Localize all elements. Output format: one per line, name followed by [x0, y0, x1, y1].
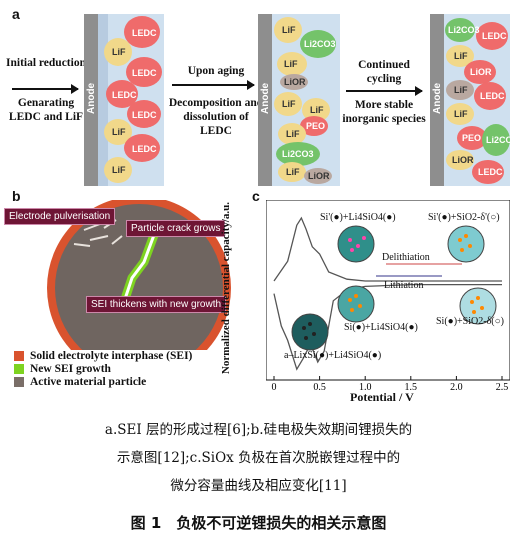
caption-line1: a.SEI 层的形成过程[6];b.硅电极失效期间锂损失的 — [104, 422, 413, 438]
stage1-label: LEDC — [132, 28, 157, 38]
annot-top-left: Si'(●)+Li4SiO4(●) — [320, 212, 396, 223]
tag-electrode-pulverisation: Electrode pulverisation — [4, 208, 116, 225]
stage2-label: LiF — [286, 129, 300, 139]
caption-line2: 示意图[12];c.SiOx 负极在首次脱嵌锂过程中的 — [116, 450, 401, 466]
stage3-label: Li2CO3 — [448, 25, 480, 35]
stage2-label: LiOR — [284, 77, 306, 87]
annot-bottom: a–LixSi(●)+Li4SiO4(●) — [284, 350, 382, 361]
stage3-label: PEO — [462, 133, 481, 143]
x-tick-label: 1.0 — [359, 382, 372, 390]
differential-capacity-chart: 0 0.5 1.0 1.5 2.0 2.5 — [266, 200, 510, 390]
panel-b-legend: Solid electrolyte interphase (SEI) New S… — [14, 350, 192, 388]
figure-title: 图 1 负极不可逆锂损失的相关示意图 — [130, 514, 387, 532]
step2-arrow — [172, 80, 255, 90]
annot-lithiation: Lithiation — [384, 280, 424, 291]
anode-label: Anode — [432, 82, 443, 114]
step3-arrow — [346, 86, 423, 96]
stage2-label: LiF — [282, 25, 296, 35]
stage3-label: LEDC — [480, 91, 505, 101]
stage2-label: Li2CO3 — [282, 149, 314, 159]
legend-item-active-particle: Active material particle — [14, 376, 192, 388]
tag-particle-crack-grows: Particle crack grows — [126, 220, 226, 237]
stage2-label: LiF — [310, 105, 324, 115]
stage2-label: LiOR — [308, 171, 330, 181]
anode-label: Anode — [260, 82, 271, 114]
annot-top-right: Si'(●)+SiO2-δ'(○) — [428, 212, 500, 223]
y-axis-label: Normalized differential capacity/a.u. — [220, 201, 232, 375]
legend-item-new-sei: New SEI growth — [14, 363, 192, 375]
stage3-label: LiOR — [452, 155, 474, 165]
stage2-label: Li2CO3 — [304, 39, 336, 49]
panel-b-letter: b — [12, 188, 21, 204]
stage2-label: LiF — [286, 167, 300, 177]
legend-label: Active material particle — [30, 376, 147, 388]
annot-mid: Si(●)+Li4SiO4(●) — [344, 322, 418, 333]
stage1-label: LEDC — [132, 144, 157, 154]
particle-circle-right — [459, 287, 497, 325]
legend-swatch — [14, 364, 24, 374]
stage2-label: LiF — [284, 59, 298, 69]
step1-bottom-text: Genarating LEDC and LiF — [8, 97, 84, 123]
stage3-label: LiF — [454, 109, 468, 119]
sei-stage1-illustration: Anode LEDC LiF LEDC LEDC LiF LEDC LiF LE… — [84, 14, 164, 186]
caption-line3: 微分容量曲线及相应变化[11] — [170, 478, 347, 494]
step3-top-text: Continued cycling — [358, 59, 410, 85]
stage1-label: LEDC — [112, 90, 137, 100]
stage3-label: LEDC — [478, 167, 503, 177]
legend-swatch — [14, 351, 24, 361]
anode-label: Anode — [86, 82, 97, 114]
annot-right: Si(●)+SiO2-δ(○) — [436, 316, 504, 327]
stage1-label: LiF — [112, 127, 126, 137]
x-tick-label: 1.5 — [405, 382, 418, 390]
x-tick-label: 2.5 — [496, 382, 509, 390]
stage2-label: PEO — [306, 121, 325, 131]
x-axis-label: Potential / V — [350, 390, 414, 404]
stage3-label: LiOR — [470, 67, 492, 77]
sei-stage2-illustration: LiF Li2CO3 LiF LiOR LiF LiF PEO LiF Li2C… — [258, 14, 340, 186]
legend-swatch — [14, 377, 24, 387]
tag-sei-thickens: SEI thickens with new growth — [86, 296, 227, 313]
particle-circle-top-left — [337, 225, 375, 263]
stage1-label: LiF — [112, 47, 126, 57]
annot-delithiation: Delithiation — [382, 252, 430, 263]
step1-top-text: Initial reduction — [6, 57, 86, 69]
stage2-label: LiF — [282, 99, 296, 109]
particle-circle-mid — [337, 285, 375, 323]
x-tick-label: 0 — [272, 382, 277, 390]
panel-c-letter: c — [252, 188, 260, 204]
stage3-label: Li2CO3 — [486, 135, 510, 145]
step3-bottom-text: More stable inorganic species — [342, 99, 426, 125]
particle-circle-top-right — [447, 225, 485, 263]
panel-a-letter: a — [12, 6, 20, 22]
stage3-label: LEDC — [482, 31, 507, 41]
sei-stage3-illustration: Li2CO3 LEDC LiF LiOR LiF LEDC PEO Li2CO3… — [430, 14, 510, 186]
step2-top-text: Upon aging — [187, 65, 245, 77]
particle-circle-bottom — [291, 313, 329, 351]
step1-arrow — [12, 84, 79, 94]
legend-label: Solid electrolyte interphase (SEI) — [30, 350, 193, 362]
x-tick-label: 0.5 — [313, 382, 326, 390]
stage1-label: LiF — [112, 165, 126, 175]
series-line — [273, 283, 502, 371]
x-tick-label: 2.0 — [450, 382, 463, 390]
series-line — [273, 216, 502, 282]
step2-bottom-text: Decomposition and dissolution of LEDC — [168, 97, 264, 137]
stage1-label: LEDC — [132, 68, 157, 78]
stage3-label: LiF — [454, 51, 468, 61]
legend-item-sei: Solid electrolyte interphase (SEI) — [14, 350, 192, 362]
legend-label: New SEI growth — [30, 363, 111, 375]
stage1-label: LEDC — [132, 110, 157, 120]
stage3-label: LiF — [454, 85, 468, 95]
